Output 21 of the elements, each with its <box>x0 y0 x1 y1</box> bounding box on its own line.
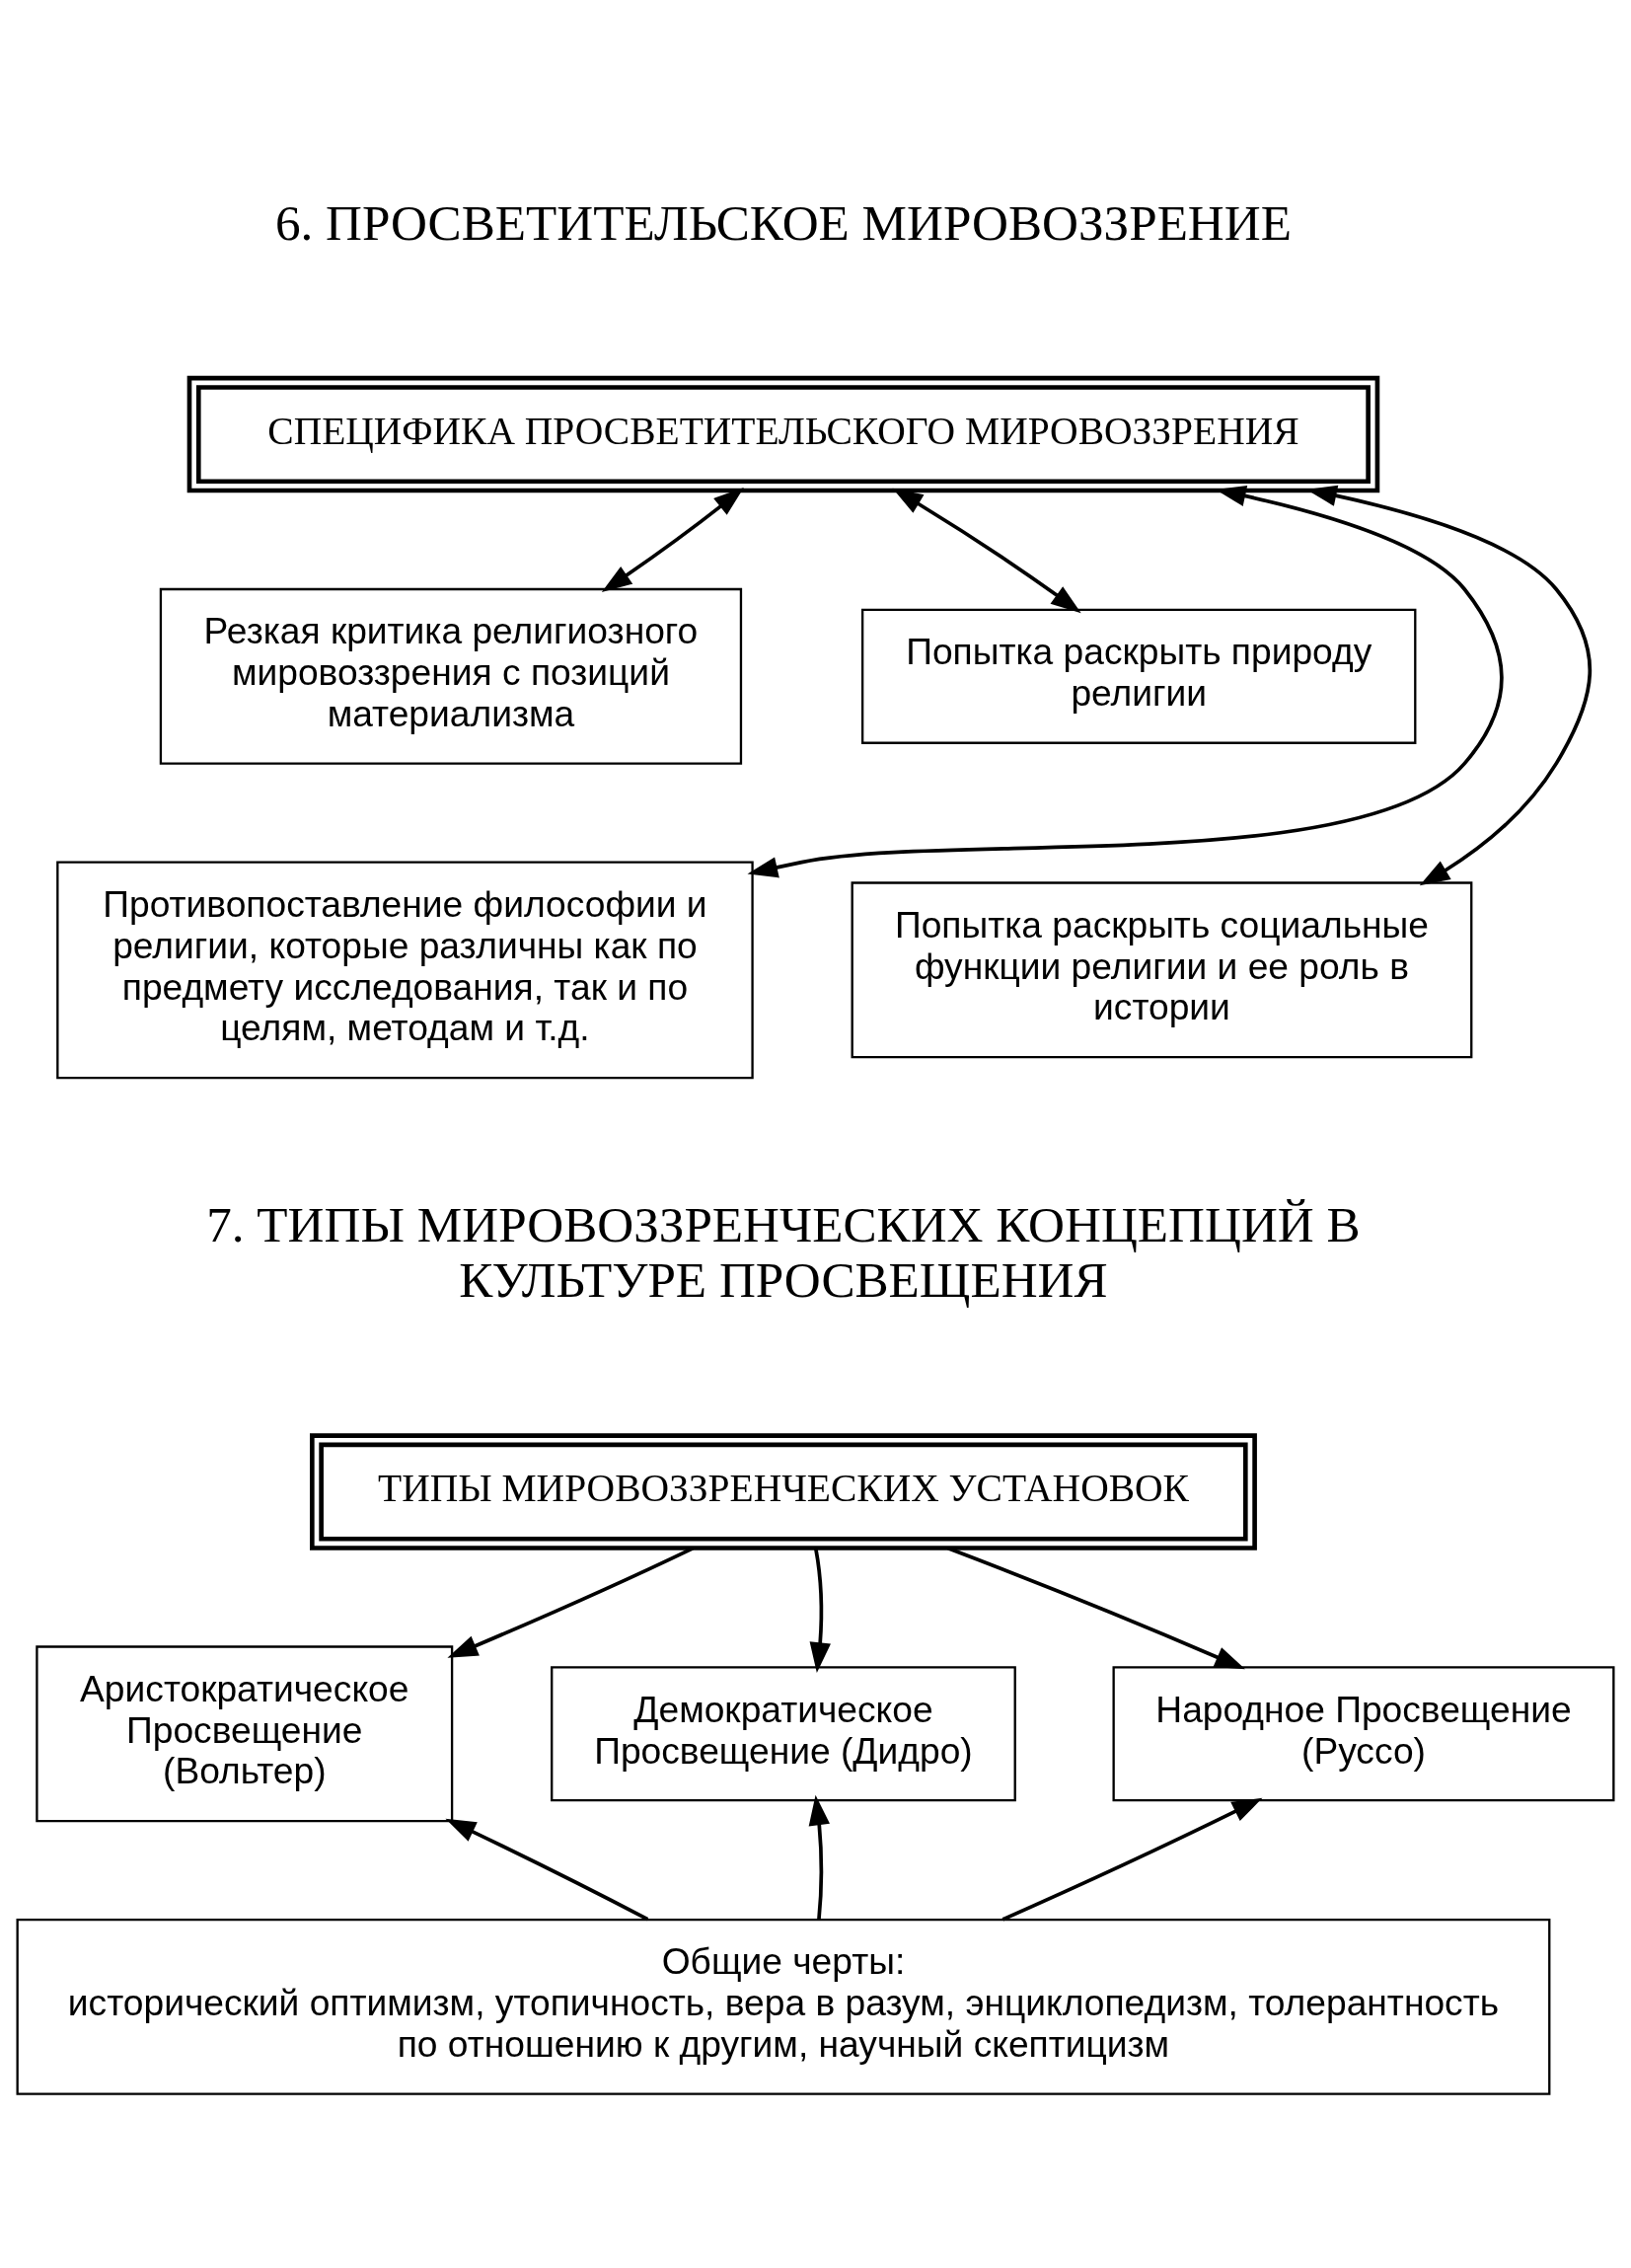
node-box: Попытка раскрыть природу религии <box>861 608 1417 744</box>
node-box: СПЕЦИФИКА ПРОСВЕТИТЕЛЬСКОГО МИРОВОЗЗРЕНИЯ <box>186 375 1380 493</box>
label: 7. ТИПЫ МИРОВОЗЗРЕНЧЕСКИХ КОНЦЕПЦИЙ В КУЛЬТУРЕ ПРОСВЕЩЕНИЯ <box>206 1196 1361 1309</box>
node-box: Демократическое Просвещение (Дидро) <box>551 1666 1016 1802</box>
arrow <box>947 1547 1245 1670</box>
arrow <box>808 1794 830 1920</box>
arrow <box>445 1818 649 1922</box>
node-box: Резкая критика религиозного мировоззрения с позиций материализма <box>159 587 743 765</box>
node-box: Аристократическое Просвещение (Вольтер) <box>36 1645 454 1823</box>
arrow <box>601 488 744 593</box>
arrow <box>809 1548 831 1673</box>
node-box: Противопоставление философии и религии, которые различны как по предмету исследования, так и по целям, методам и т.д. <box>56 861 754 1080</box>
node-box: Общие черты: исторический оптимизм, утопичность, вера в разум, энциклопедизм, толерантность по отношению к другим, научный скептицизм <box>16 1918 1551 2095</box>
node-box: Народное Просвещение (Руссо) <box>1112 1666 1615 1802</box>
arrow <box>1001 1797 1263 1922</box>
node-box: Попытка раскрыть социальные функции религии и ее роль в истории <box>851 881 1473 1059</box>
arrow <box>447 1547 694 1658</box>
arrow <box>892 488 1081 614</box>
node-box: ТИПЫ МИРОВОЗЗРЕНЧЕСКИХ УСТАНОВОК <box>310 1433 1257 1550</box>
label: 6. ПРОСВЕТИТЕЛЬСКОЕ МИРОВОЗЗРЕНИЕ <box>274 193 1292 251</box>
arrow <box>747 485 1504 878</box>
